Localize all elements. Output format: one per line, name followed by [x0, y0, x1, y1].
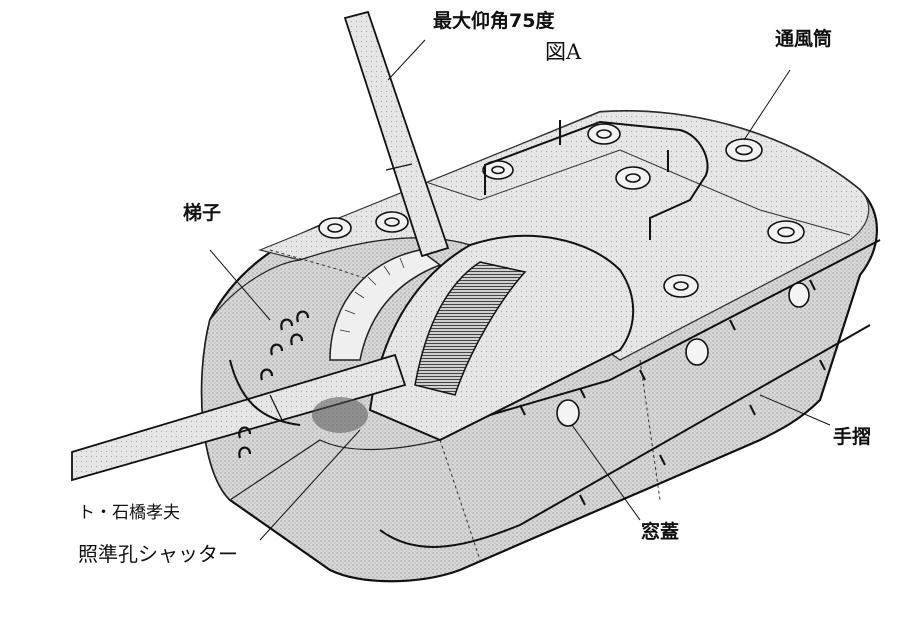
- side-handrails: [229, 239, 881, 548]
- handrail-stanchions: [519, 279, 826, 506]
- barrel-band-2: [269, 394, 283, 421]
- barrel-shadow: [312, 397, 368, 433]
- barrel-band: [385, 163, 413, 171]
- window-cover-label: 窓蓋: [641, 521, 680, 543]
- ventilators: [318, 123, 805, 298]
- ladder-rungs: [238, 310, 310, 459]
- elevation-ticks: [339, 257, 405, 333]
- handrail-label: 手摺: [833, 426, 872, 448]
- gun-barrel-horizontal: [71, 353, 407, 482]
- roof-handrail: [484, 120, 709, 240]
- credit-label: ト・石橋孝夫: [78, 503, 180, 523]
- figure-id-label: 図A: [545, 40, 582, 64]
- leader-lines: [209, 39, 831, 541]
- sight-shutter-label: 照準孔シャッター: [78, 542, 238, 566]
- ventilator-label: 通風筒: [775, 28, 833, 50]
- gun-opening: [414, 261, 527, 396]
- elevation-arc: [329, 249, 442, 361]
- max-elevation-label: 最大仰角75度: [433, 10, 555, 32]
- ladder-label: 梯子: [183, 202, 222, 224]
- window-covers: [556, 282, 810, 427]
- gun-barrel-elevated: [343, 10, 450, 258]
